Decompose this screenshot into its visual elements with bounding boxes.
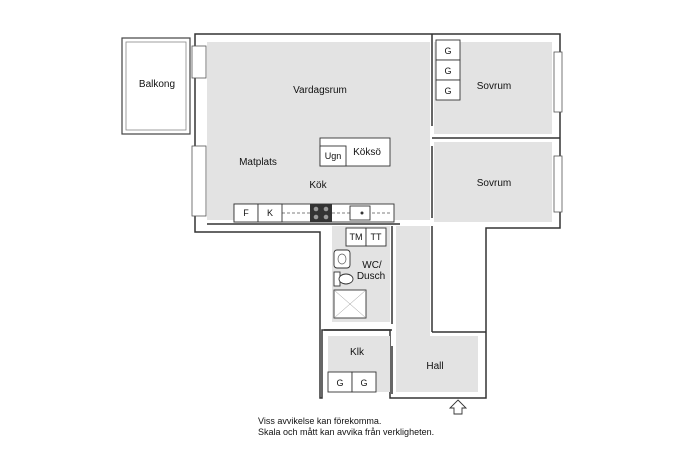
stove-burner-4: [323, 214, 329, 220]
hall-label: Hall: [426, 361, 443, 372]
entrance-arrow-icon: [448, 399, 468, 415]
stove-burner-3: [313, 214, 319, 220]
wardrobe-3: [435, 79, 461, 101]
window-bedroom-1: [553, 51, 563, 113]
bedroom-1-label: Sovrum: [477, 81, 511, 92]
bathroom-label-line1: WC/: [362, 260, 382, 271]
hall-area: [396, 226, 478, 392]
disclaimer-line-1: Viss avvikelse kan förekomma.: [258, 416, 382, 426]
dryer: [365, 227, 387, 247]
balcony: [121, 37, 191, 135]
bathroom-sink-basin: [337, 253, 347, 265]
toilet-bowl: [338, 273, 354, 285]
wardrobe-2-label: G: [444, 66, 451, 76]
bathroom-label-line2: Dusch: [357, 271, 385, 282]
fridge-label: F: [243, 208, 249, 218]
sink-drain: [360, 211, 364, 215]
dining-label: Matplats: [239, 157, 277, 168]
disclaimer-line-2: Skala och mått kan avvika från verklighe…: [258, 427, 435, 437]
bedroom-2-area: [434, 142, 552, 222]
kitchen-island-label: Köksö: [353, 147, 381, 158]
freezer: [257, 203, 283, 223]
window-balcony-door: [191, 45, 207, 79]
balcony-label: Balkong: [139, 79, 175, 90]
kitchen-sink: [349, 205, 371, 221]
balcony-rail: [125, 41, 187, 131]
freezer-label: K: [267, 208, 273, 218]
closet-label: Klk: [350, 347, 365, 358]
window-dining: [191, 145, 207, 217]
closet-wardrobe-2-label: G: [360, 378, 367, 388]
disclaimer: Viss avvikelse kan förekomma. Skala och …: [258, 416, 434, 438]
oven: [319, 145, 347, 167]
stove: [310, 204, 332, 222]
closet-wardrobe-1-label: G: [336, 378, 343, 388]
dryer-label: TT: [371, 232, 382, 242]
washer-label: TM: [350, 232, 363, 242]
kitchen-label: Kök: [309, 180, 327, 191]
bedroom-2-label: Sovrum: [477, 178, 511, 189]
stove-burner-2: [323, 206, 329, 212]
shower-line-2: [333, 289, 367, 319]
window-bedroom-2: [553, 155, 563, 213]
living-room-label: Vardagsrum: [293, 85, 347, 96]
living-kitchen-area: [207, 42, 430, 220]
oven-label: Ugn: [325, 151, 342, 161]
closet-wardrobe-2: [351, 371, 377, 393]
bathroom-sink: [333, 249, 351, 269]
wardrobe-3-label: G: [444, 86, 451, 96]
wardrobe-1-label: G: [444, 46, 451, 56]
stove-burner-1: [313, 206, 319, 212]
